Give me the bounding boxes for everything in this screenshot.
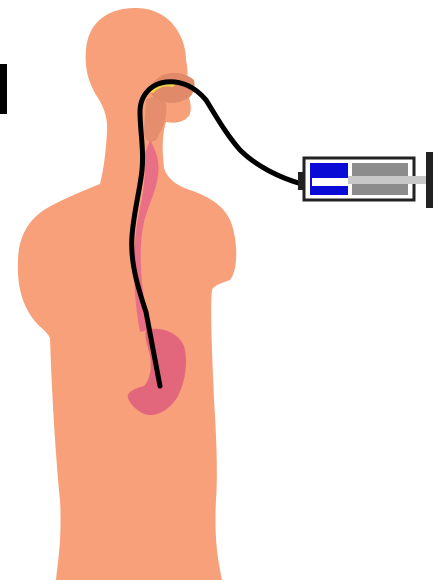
syringe-plunger-rod (348, 176, 428, 184)
syringe-fluid-highlight (312, 178, 348, 186)
syringe-plunger-handle (426, 152, 433, 208)
syringe (298, 152, 433, 208)
edge-bar (0, 64, 7, 114)
